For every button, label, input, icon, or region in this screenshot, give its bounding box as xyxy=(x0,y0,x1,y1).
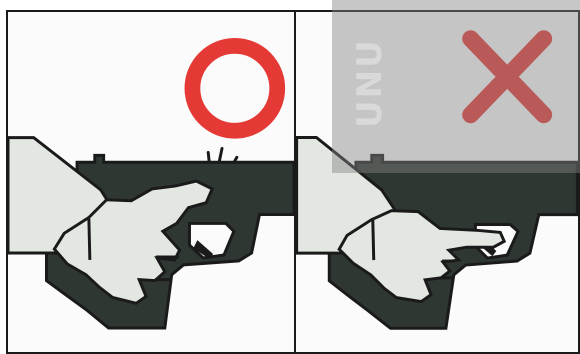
red-circle-icon xyxy=(192,46,277,131)
watermark: UNU xyxy=(352,18,388,128)
correct-circle-mark xyxy=(192,46,277,131)
cuff-line xyxy=(373,219,374,261)
correct-panel xyxy=(6,10,296,354)
cuff-line xyxy=(89,218,90,259)
correct-scene xyxy=(8,12,294,352)
